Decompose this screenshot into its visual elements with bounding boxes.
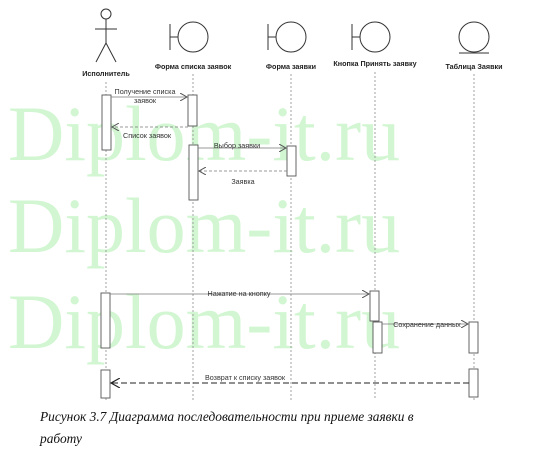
- figure-caption: Рисунок 3.7 Диаграмма последовательности…: [40, 406, 555, 450]
- boundary-icon: [267, 21, 307, 53]
- message-save-data: Сохранение данных: [382, 320, 468, 329]
- message-list-return: Список заявок: [112, 127, 188, 140]
- participant-label: Кнопка Принять заявку: [333, 59, 416, 68]
- activation-bar: [188, 144, 199, 201]
- activation-bar: [187, 94, 198, 127]
- message-press-button: Нажатие на кнопку: [110, 289, 369, 298]
- message-label: Заявка: [231, 177, 254, 186]
- message-select-request: Выбор заявки: [198, 141, 286, 150]
- message-label: Список заявок: [123, 131, 172, 140]
- participant-accept-button: Кнопка Принять заявку: [333, 21, 417, 68]
- participant-requests-table: Таблица Заявки: [445, 21, 503, 71]
- participant-label: Форма заявки: [266, 62, 316, 71]
- activation-bar: [468, 321, 479, 354]
- watermark-text: Diplom-it.ru: [8, 182, 400, 269]
- message-back-to-list: Возврат к списку заявок: [111, 373, 469, 383]
- activation-bar: [100, 292, 111, 349]
- boundary-icon: [351, 21, 391, 53]
- message-get-list: Получение списка заявок: [111, 87, 187, 105]
- watermark-text: Diplom-it.ru: [8, 90, 400, 177]
- sequence-diagram: Diplom-it.ru Diplom-it.ru Diplom-it.ru И…: [8, 8, 503, 400]
- activation-bar: [286, 145, 297, 177]
- participant-label: Исполнитель: [82, 69, 130, 78]
- caption-line: Рисунок 3.7 Диаграмма последовательности…: [40, 409, 414, 424]
- activation-bar: [101, 94, 112, 151]
- participant-request-form: Форма заявки: [266, 21, 316, 71]
- actor-icon: [95, 8, 117, 63]
- message-request-return: Заявка: [199, 171, 287, 186]
- message-label: Получение списка: [115, 87, 176, 96]
- activation-bar: [100, 369, 111, 399]
- message-label: Сохранение данных: [393, 320, 461, 329]
- participant-actor: Исполнитель: [82, 8, 130, 78]
- message-label: заявок: [134, 96, 157, 105]
- participant-label: Форма списка заявок: [155, 62, 232, 71]
- message-label: Нажатие на кнопку: [208, 289, 271, 298]
- message-label: Выбор заявки: [214, 141, 260, 150]
- boundary-icon: [169, 21, 209, 53]
- activation-bar: [372, 321, 383, 354]
- activation-bar: [468, 368, 479, 398]
- activation-bar: [369, 290, 380, 322]
- participant-list-form: Форма списка заявок: [155, 21, 232, 71]
- caption-line: работу: [40, 431, 82, 446]
- watermark-text: Diplom-it.ru: [8, 278, 400, 365]
- activations: [100, 94, 479, 399]
- message-label: Возврат к списку заявок: [205, 373, 286, 382]
- entity-icon: [458, 21, 490, 54]
- participant-label: Таблица Заявки: [445, 62, 502, 71]
